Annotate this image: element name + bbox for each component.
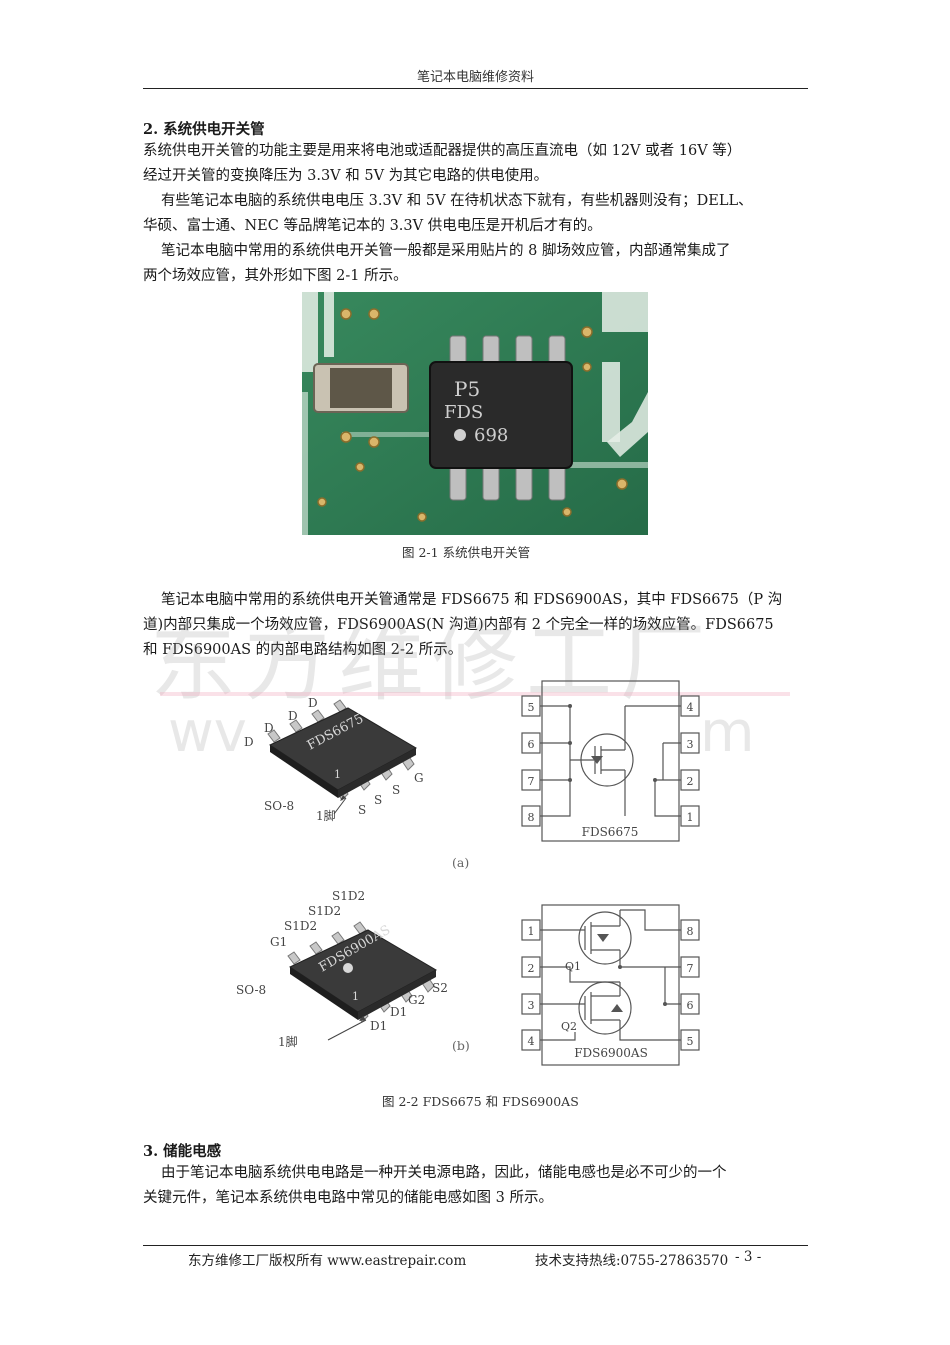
page-header: 笔记本电脑维修资料 xyxy=(416,70,534,85)
text-line: 系统供电开关管的功能主要是用来将电池或适配器提供的高压直流电（如 12V 或者 … xyxy=(143,143,742,159)
text-line: 关键元件，笔记本系统供电电路中常见的储能电感如图 3 所示。 xyxy=(143,1190,553,1206)
schematic-pin: 7 xyxy=(528,775,535,788)
text-line: 和 FDS6900AS 的内部电路结构如图 2-2 所示。 xyxy=(143,642,463,658)
pin-label: S xyxy=(358,803,366,817)
text-line: 经过开关管的变换降压为 3.3V 和 5V 为其它电路的供电使用。 xyxy=(143,168,549,184)
schematic-pin: 8 xyxy=(528,811,535,824)
schematic-label: FDS6900AS xyxy=(574,1046,648,1060)
schematic-pin: 4 xyxy=(687,701,694,714)
pin1-note: 1脚 xyxy=(316,808,336,823)
schematic-pin: 2 xyxy=(528,962,535,975)
fds6900as-package-drawing: FDS6900AS 1 S1D2 S1D2 S1D2 G1 S2 G2 D1 D… xyxy=(236,889,448,1049)
fds6675-schematic: 5 6 7 8 4 3 2 1 FDS6675 xyxy=(521,680,700,842)
pin-label: G1 xyxy=(270,935,287,949)
pin-label: D xyxy=(308,696,318,710)
schematic-pin: 8 xyxy=(687,925,694,938)
chip-marking-line3: 698 xyxy=(474,425,508,446)
pin-label: D1 xyxy=(390,1005,407,1019)
pin-label: D xyxy=(288,709,298,723)
text-line: 由于笔记本电脑系统供电电路是一种开关电源电路，因此，储能电感也是必不可少的一个 xyxy=(161,1165,727,1181)
pin-label: D xyxy=(264,721,274,735)
watermark-line xyxy=(160,692,790,696)
page-number: - 3 - xyxy=(735,1249,762,1265)
section-2-heading: 2. 系统供电开关管 xyxy=(143,121,265,138)
pin1-mark: 1 xyxy=(334,768,341,781)
schematic-pin: 1 xyxy=(687,811,694,824)
schematic-pin: 4 xyxy=(528,1035,535,1048)
watermark-text: m xyxy=(700,700,755,765)
pin-label: S1D2 xyxy=(284,919,317,933)
footer-divider xyxy=(143,1245,808,1246)
chip-marking-line2: FDS xyxy=(444,402,483,423)
header-divider xyxy=(143,88,808,89)
schematic-pin: 2 xyxy=(687,775,694,788)
schematic-pin: 1 xyxy=(528,925,535,938)
figure-2-1-caption: 图 2-1 系统供电开关管 xyxy=(402,545,531,560)
footer-hotline: 技术支持热线:0755-27863570 xyxy=(535,1253,729,1269)
fds6675-package-drawing: FDS6675 1 D D D D G S S S SO-8 1脚 xyxy=(244,696,424,823)
schematic-pin: 3 xyxy=(687,738,694,751)
text-line: 道)内部只集成一个场效应管，FDS6900AS(N 沟道)内部有 2 个完全一样… xyxy=(143,617,774,633)
section-3-paragraphs: 由于笔记本电脑系统供电电路是一种开关电源电路，因此，储能电感也是必不可少的一个 … xyxy=(143,1161,808,1211)
sub-label-b: (b) xyxy=(452,1038,470,1053)
package-label: SO-8 xyxy=(236,983,266,997)
pin-label: D1 xyxy=(370,1019,387,1033)
section-2-paragraphs: 系统供电开关管的功能主要是用来将电池或适配器提供的高压直流电（如 12V 或者 … xyxy=(143,139,808,289)
q2-label: Q2 xyxy=(561,1020,577,1033)
footer-copyright: 东方维修工厂版权所有 www.eastrepair.com xyxy=(188,1253,467,1269)
schematic-pin: 5 xyxy=(528,701,535,714)
pin-label: S xyxy=(374,793,382,807)
pin-label: G2 xyxy=(408,993,425,1007)
pin-label: S2 xyxy=(432,981,448,995)
schematic-pin: 7 xyxy=(687,962,694,975)
schematic-pin: 3 xyxy=(528,999,535,1012)
schematic-label: FDS6675 xyxy=(582,825,639,839)
schematic-pin: 6 xyxy=(528,738,535,751)
section-3-heading: 3. 储能电感 xyxy=(143,1143,222,1160)
pin-label: S xyxy=(392,783,400,797)
pin-label: D xyxy=(244,735,254,749)
pin1-note: 1脚 xyxy=(278,1034,298,1049)
watermark-text: wv xyxy=(168,700,247,765)
section-2b-paragraphs: 笔记本电脑中常用的系统供电开关管通常是 FDS6675 和 FDS6900AS，… xyxy=(143,588,808,663)
text-line: 华硕、富士通、NEC 等品牌笔记本的 3.3V 供电电压是开机后才有的。 xyxy=(143,218,602,234)
schematic-pin: 6 xyxy=(687,999,694,1012)
pcb-photo: P5 FDS 698 xyxy=(302,292,648,535)
pin1-mark: 1 xyxy=(352,990,359,1003)
pin-label: S1D2 xyxy=(308,904,341,918)
text-line: 笔记本电脑中常用的系统供电开关管一般都是采用贴片的 8 脚场效应管，内部通常集成… xyxy=(161,243,731,259)
pin-label: S1D2 xyxy=(332,889,365,903)
q1-label: Q1 xyxy=(565,960,581,973)
pin-label: G xyxy=(414,771,424,785)
sub-label-a: (a) xyxy=(452,855,470,870)
chip-marking-line1: P5 xyxy=(454,377,480,401)
text-line: 笔记本电脑中常用的系统供电开关管通常是 FDS6675 和 FDS6900AS，… xyxy=(161,592,783,608)
watermark-text: 东方维修工厂 xyxy=(150,613,714,713)
pin1-dot-icon xyxy=(343,963,353,973)
figure-2-2-caption: 图 2-2 FDS6675 和 FDS6900AS xyxy=(382,1094,579,1109)
package-label: SO-8 xyxy=(264,799,294,813)
text-line: 有些笔记本电脑的系统供电电压 3.3V 和 5V 在待机状态下就有，有些机器则没… xyxy=(161,193,753,209)
fds6900as-schematic: 1 2 3 4 8 7 6 5 Q1 Q2 FDS6900AS xyxy=(521,904,700,1066)
text-line: 两个场效应管，其外形如下图 2-1 所示。 xyxy=(143,268,408,284)
pin1-dot-icon xyxy=(454,429,466,441)
schematic-pin: 5 xyxy=(687,1035,694,1048)
